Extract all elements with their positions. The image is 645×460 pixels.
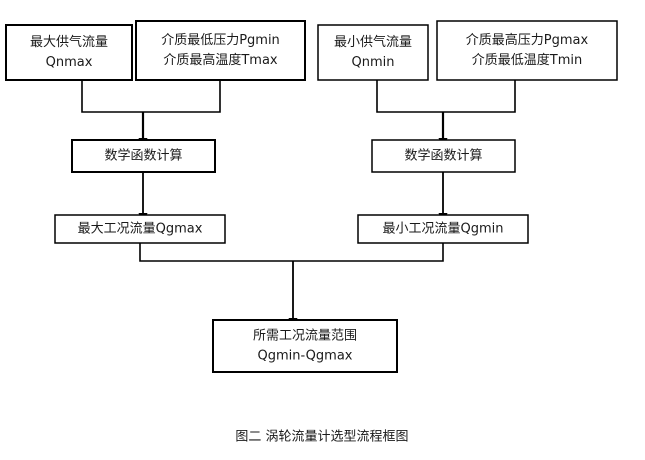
node-label-calc-right-line1: 数学函数计算 [404, 148, 482, 164]
figure-caption: 图二 涡轮流量计选型流程框图 [235, 430, 408, 445]
node-pgmax-tmin: 介质最高压力Pgmax 介质最低温度Tmin [436, 20, 618, 81]
node-qnmin: 最小供气流量 Qnmin [317, 24, 429, 81]
node-layer: 最大供气流量 Qnmax 介质最低压力Pgmin 介质最高温度Tmax 最小供气流量 Qn… [5, 20, 618, 373]
connector-qnmax-to-junction-left [81, 80, 143, 113]
connector-qnmin-to-junction-right [376, 80, 443, 113]
node-box-calc-right [371, 139, 516, 173]
node-label-pgmax-tmin-line1: 介质最高压力Pgmax [466, 32, 589, 48]
node-calc-left: 数学函数计算 [71, 139, 216, 173]
connector-layer [81, 80, 516, 328]
connector-qgmax-to-merge [139, 243, 293, 262]
node-box-pgmin-tmax [135, 20, 306, 81]
connector-pgmin-to-junction-left [143, 80, 221, 113]
node-range: 所需工况流量范围 Qgmin-Qgmax [212, 319, 398, 373]
node-box-pgmax-tmin [436, 20, 618, 81]
node-label-pgmin-tmax-line1: 介质最低压力Pgmin [161, 33, 280, 48]
node-label-qgmin-line1: 最小工况流量Qgmin [383, 222, 504, 237]
node-qnmax: 最大供气流量 Qnmax [5, 24, 133, 81]
node-qgmax: 最大工况流量Qgmax [54, 214, 226, 244]
node-calc-right: 数学函数计算 [371, 139, 516, 173]
connector-pgmax-to-junction-right [443, 80, 516, 113]
node-box-qnmax [5, 24, 133, 81]
node-pgmin-tmax: 介质最低压力Pgmin 介质最高温度Tmax [135, 20, 306, 81]
node-label-pgmin-tmax-line2: 介质最高温度Tmax [163, 52, 278, 68]
node-label-qnmin-line2: Qnmin [352, 55, 395, 70]
node-label-qnmin-line1: 最小供气流量 [334, 34, 412, 50]
node-label-range-line2: Qgmin-Qgmax [258, 349, 353, 364]
node-box-qnmin [317, 24, 429, 81]
connector-qgmin-to-merge [293, 243, 444, 262]
node-label-qnmax-line1: 最大供气流量 [30, 34, 108, 50]
node-box-range [212, 319, 398, 373]
node-box-qgmax [54, 214, 226, 244]
node-box-qgmin [357, 214, 529, 244]
node-label-pgmax-tmin-line2: 介质最低温度Tmin [472, 52, 582, 68]
node-label-calc-left-line1: 数学函数计算 [104, 148, 182, 164]
node-box-calc-left [71, 139, 216, 173]
node-label-range-line1: 所需工况流量范围 [253, 329, 357, 344]
node-label-qnmax-line2: Qnmax [46, 55, 93, 70]
node-qgmin: 最小工况流量Qgmin [357, 214, 529, 244]
node-label-qgmax-line1: 最大工况流量Qgmax [78, 222, 203, 237]
